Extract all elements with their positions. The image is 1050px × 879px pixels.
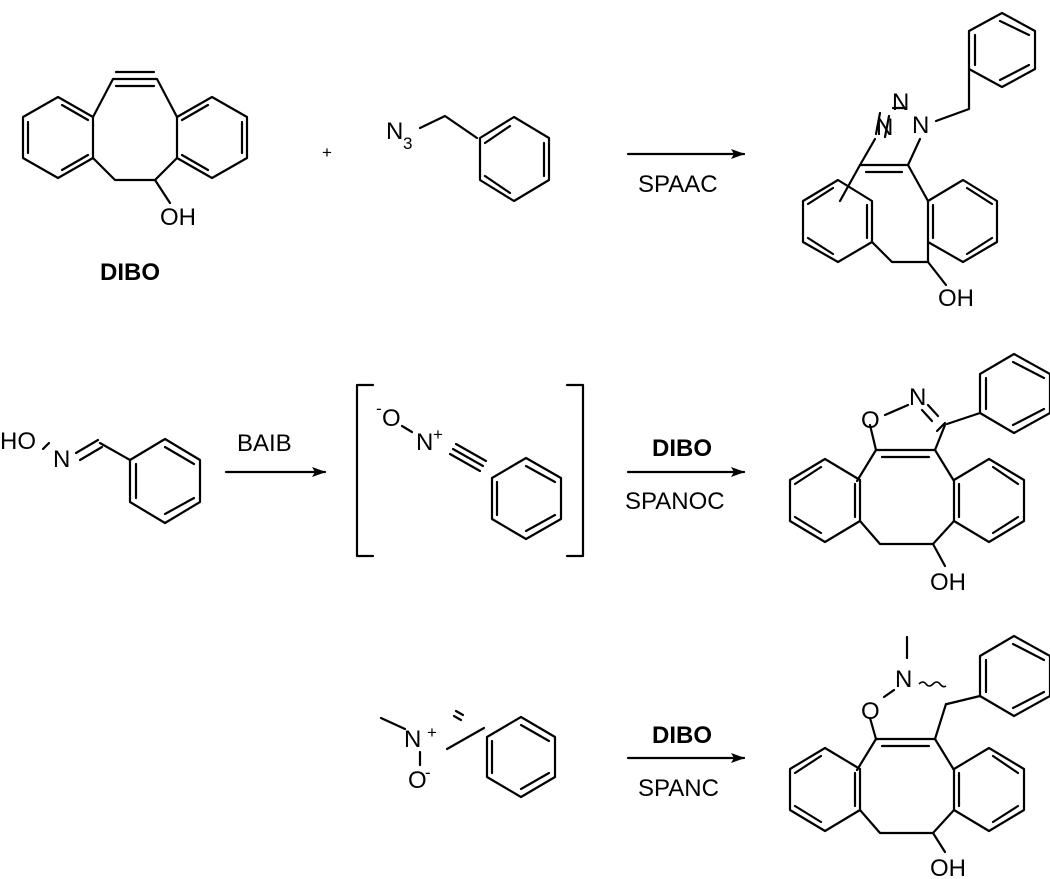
- triazole-n1: N: [876, 114, 893, 141]
- nitrone-oxygen: O: [408, 767, 427, 794]
- dibo-hydroxyl: OH: [160, 204, 196, 231]
- benzyl-azide-structure: [418, 114, 551, 203]
- azide-subscript: 3: [403, 134, 412, 153]
- triazole-product-hydroxyl: OH: [938, 285, 974, 312]
- triazole-n3: N: [912, 112, 929, 139]
- dibo-label: DIBO: [100, 259, 160, 286]
- isoxazoline-oxygen: O: [861, 698, 880, 725]
- nitrone-nitrogen: N: [404, 726, 421, 753]
- spanoc-label: SPANOC: [625, 488, 725, 515]
- spanc-label: SPANC: [638, 775, 719, 802]
- isoxazoline-product-hydroxyl: OH: [930, 855, 966, 879]
- nitrile-oxide-structure: [400, 424, 563, 541]
- azide-nitrogen: N: [386, 118, 403, 145]
- nitrone-structure: [379, 709, 557, 799]
- isoxazoline-nitrogen: N: [895, 666, 912, 693]
- spanc-reagent: DIBO: [652, 722, 712, 749]
- nitrile-oxide-minus: -: [376, 399, 382, 418]
- nitrile-oxide-plus: +: [433, 425, 443, 444]
- baib-label: BAIB: [237, 430, 292, 457]
- nitrile-oxide-oxygen: O: [382, 405, 401, 432]
- nitrone-minus: -: [425, 763, 431, 782]
- triazole-product-structure: [801, 11, 1037, 287]
- oxime-hydroxyl: HO: [0, 428, 36, 455]
- dibo-structure: [21, 70, 249, 205]
- oxime-nitrogen: N: [53, 446, 70, 473]
- nitrile-oxide-nitrogen: N: [416, 429, 433, 456]
- nitrone-plus: +: [427, 723, 437, 742]
- isoxazoline-product-structure: [788, 634, 1050, 854]
- isoxazole-oxygen: O: [861, 407, 880, 434]
- spaac-label: SPAAC: [638, 171, 718, 198]
- spanoc-reagent: DIBO: [652, 435, 712, 462]
- isoxazole-product-structure: [788, 352, 1050, 568]
- isoxazole-product-hydroxyl: OH: [930, 569, 966, 596]
- plus-sign: +: [322, 143, 332, 162]
- triazole-n2: N: [892, 89, 909, 116]
- oxime-structure: [41, 437, 202, 525]
- intermediate-brackets: [355, 383, 585, 558]
- isoxazole-nitrogen: N: [909, 384, 926, 411]
